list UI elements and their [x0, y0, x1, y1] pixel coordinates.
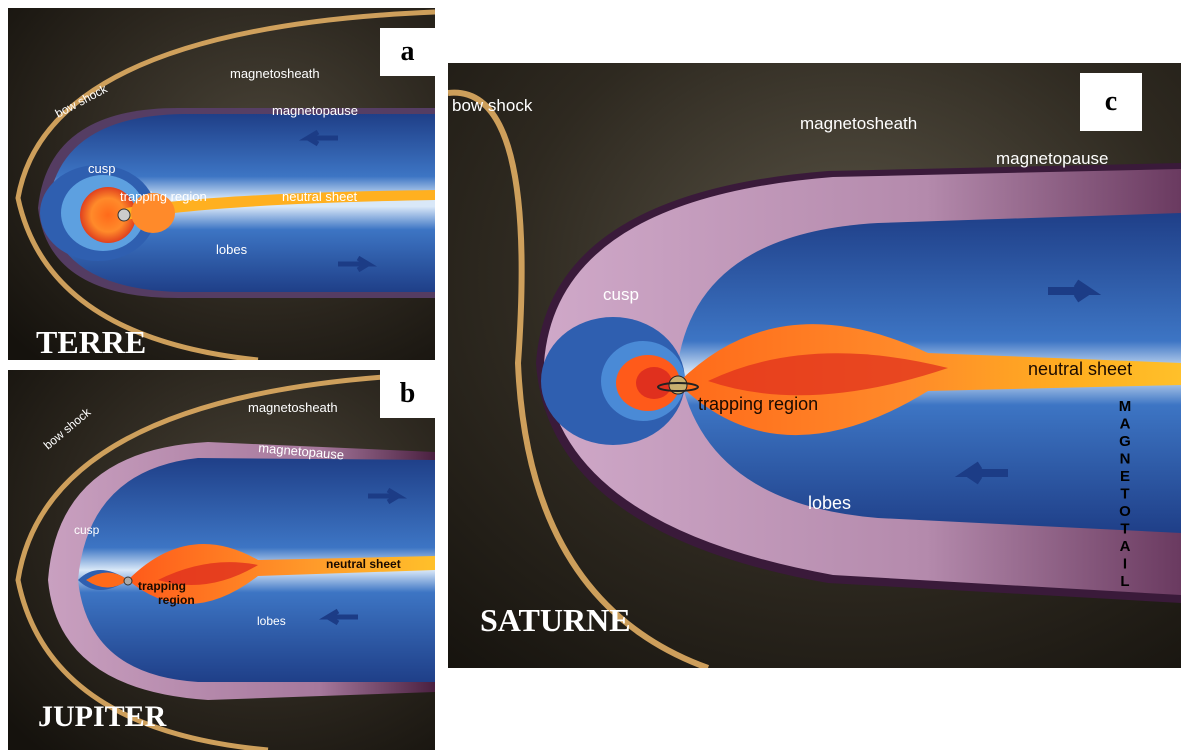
- magnetotail-letter: T: [1120, 521, 1129, 538]
- label-magnetopause: magnetopause: [258, 440, 345, 462]
- label-magnetosheath: magnetosheath: [248, 400, 338, 415]
- magnetotail-letter: G: [1119, 433, 1131, 450]
- label-neutral-sheet: neutral sheet: [282, 189, 358, 204]
- label-magnetosheath: magnetosheath: [800, 114, 917, 133]
- planet-name-saturn: SATURNE: [480, 602, 631, 638]
- planet-name-jupiter: JUPITER: [38, 700, 167, 733]
- magnetotail-letter: I: [1123, 556, 1127, 573]
- magnetotail-letter: A: [1120, 416, 1131, 433]
- bow-shock-curve: [15, 371, 435, 750]
- jupiter-magnetosphere-diagram: bow shock magnetosheath magnetopause cus…: [8, 370, 435, 750]
- jupiter-planet: [123, 576, 133, 586]
- label-lobes: lobes: [808, 493, 851, 513]
- magnetotail-letter: O: [1119, 503, 1131, 520]
- magnetotail-letter: M: [1119, 398, 1132, 415]
- label-trapping-region: trapping region: [698, 394, 818, 414]
- earth-magnetosphere-diagram: bow shock magnetosheath magnetopause cus…: [8, 8, 435, 360]
- badge-c: c: [1080, 73, 1142, 131]
- trapping-region-shape: [128, 544, 435, 605]
- label-cusp: cusp: [88, 161, 115, 176]
- planet-name-earth: TERRE: [36, 324, 146, 360]
- panel-earth: bow shock magnetosheath magnetopause cus…: [8, 8, 435, 360]
- neutral-sheet-band: [126, 190, 435, 220]
- label-magnetopause: magnetopause: [996, 149, 1108, 168]
- saturn-magnetosphere-diagram: bow shock magnetosheath magnetopause cus…: [448, 63, 1181, 668]
- trapping-region-shape: [678, 324, 1181, 436]
- label-trapping: trapping: [138, 579, 186, 593]
- label-lobes: lobes: [257, 614, 286, 628]
- trapping-region-shape: [80, 187, 136, 243]
- saturn-planet: [668, 375, 688, 395]
- magnetotail-letter: N: [1120, 451, 1131, 468]
- label-neutral-sheet: neutral sheet: [1028, 359, 1132, 379]
- label-cusp: cusp: [603, 285, 639, 304]
- magnetotail-letter: L: [1120, 573, 1129, 590]
- bow-shock-curve: [15, 9, 435, 360]
- label-lobes: lobes: [216, 242, 248, 257]
- earth-planet: [117, 208, 131, 222]
- label-cusp: cusp: [74, 523, 100, 537]
- bow-shock-curve: [448, 89, 710, 668]
- label-trapping-region: trapping region: [120, 189, 207, 204]
- magnetotail-letter: E: [1120, 468, 1130, 485]
- magnetotail-letter: A: [1120, 538, 1131, 555]
- saturn-ring: [657, 382, 699, 392]
- badge-b: b: [380, 370, 435, 418]
- label-magnetopause: magnetopause: [272, 103, 358, 118]
- label-magnetosheath: magnetosheath: [230, 66, 320, 81]
- panel-jupiter: bow shock magnetosheath magnetopause cus…: [8, 370, 435, 750]
- label-region: region: [158, 593, 195, 607]
- magnetotail-letter: T: [1120, 486, 1129, 503]
- badge-a: a: [380, 28, 435, 76]
- label-neutral-sheet: neutral sheet: [326, 557, 401, 571]
- label-bow-shock: bow shock: [452, 96, 533, 115]
- panel-saturn: bow shock magnetosheath magnetopause cus…: [448, 63, 1181, 668]
